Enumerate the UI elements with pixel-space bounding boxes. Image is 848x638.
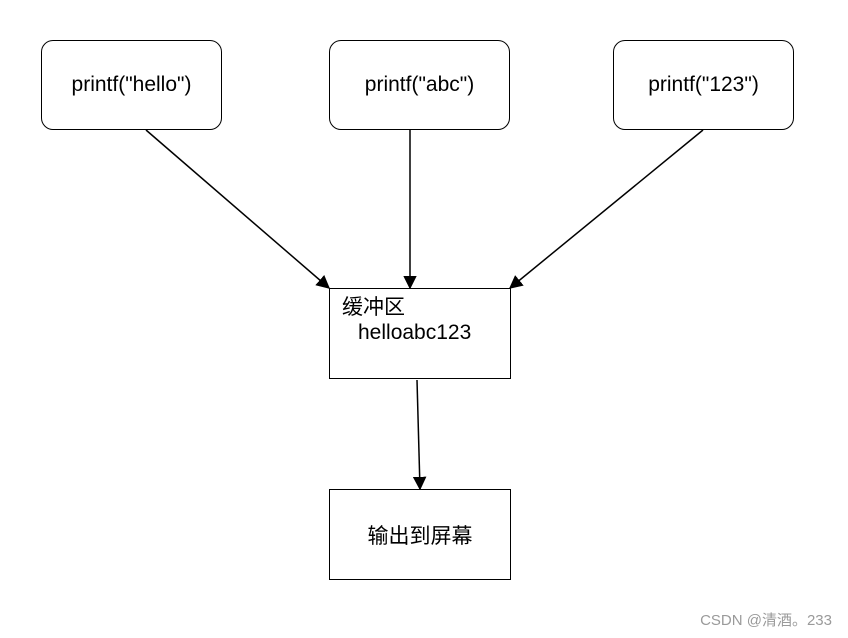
buffer-node: 缓冲区 helloabc123 (329, 288, 511, 379)
output-node: 输出到屏幕 (329, 489, 511, 580)
printf-abc-label: printf("abc") (364, 73, 475, 96)
output-label: 输出到屏幕 (367, 524, 473, 548)
buffer-content: helloabc123 (358, 321, 472, 344)
edge-buffer-to-output (412, 379, 427, 491)
printf-123-label: printf("123") (648, 73, 759, 96)
printf-123-node: printf("123") (613, 40, 794, 130)
printf-abc-node: printf("abc") (329, 40, 510, 130)
printf-hello-node: printf("hello") (41, 40, 222, 130)
buffer-title: 缓冲区 (342, 296, 405, 319)
watermark: CSDN @清酒。233 (700, 612, 832, 629)
printf-hello-label: printf("hello") (71, 73, 192, 96)
edge-hello-to-buffer (145, 129, 331, 289)
edge-123-to-buffer (508, 129, 704, 289)
